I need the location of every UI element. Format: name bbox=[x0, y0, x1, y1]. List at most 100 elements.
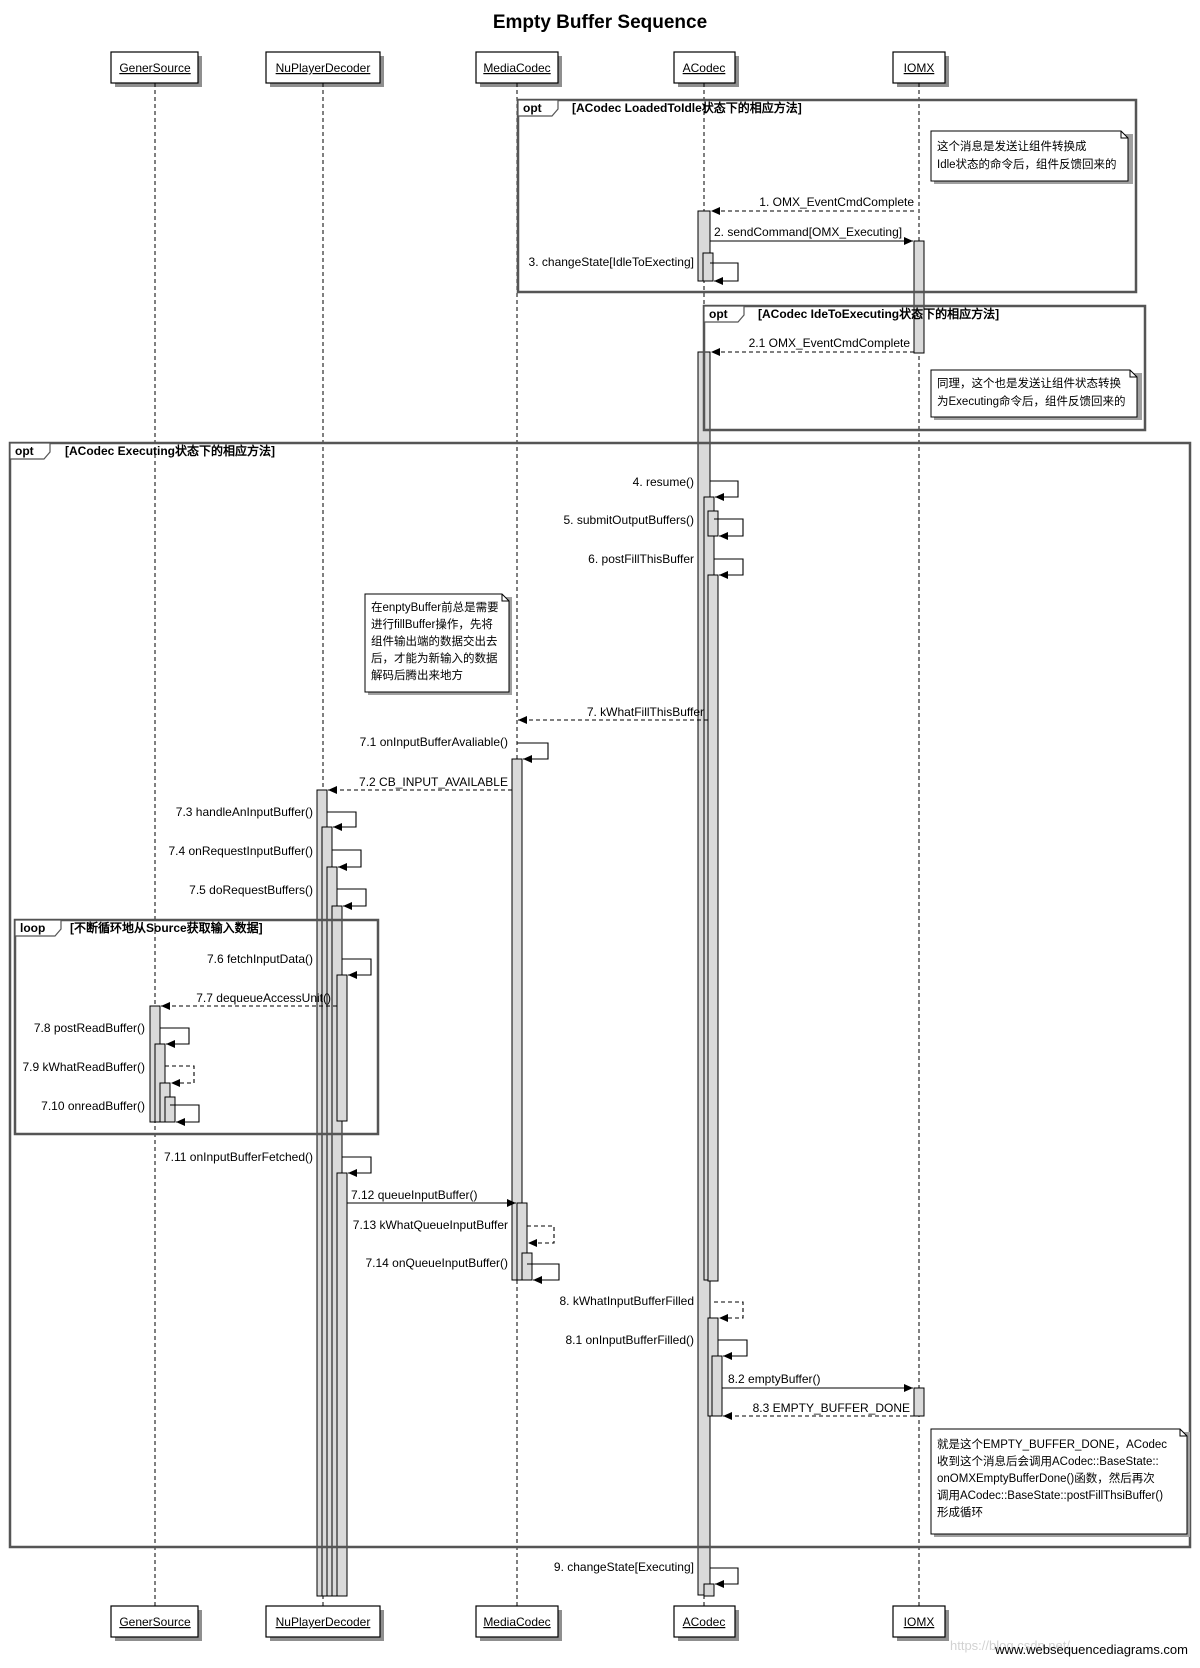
message-arrow bbox=[342, 1156, 372, 1177]
participant-label: NuPlayerDecoder bbox=[276, 1615, 371, 1629]
participant-generSource-top: GenerSource bbox=[110, 51, 202, 87]
activation-bar bbox=[913, 1387, 925, 1417]
message-label: 7.3 handleAnInputBuffer() bbox=[176, 805, 313, 819]
message-label: 5. submitOutputBuffers() bbox=[564, 513, 695, 527]
message-arrow bbox=[527, 1263, 560, 1284]
note-line: 后，才能为新输入的数据 bbox=[371, 651, 498, 665]
diagram-title: Empty Buffer Sequence bbox=[493, 12, 707, 33]
participant-mediacodec-bottom: MediaCodec bbox=[475, 1605, 562, 1641]
message-arrow bbox=[527, 1225, 555, 1247]
watermark: https://blog.csdn.net/... bbox=[950, 1638, 1081, 1653]
note-line: 解码后腾出来地方 bbox=[371, 668, 463, 682]
message-label: 7.8 postReadBuffer() bbox=[34, 1021, 145, 1035]
note-line: 为Executing命令后，组件反馈回来的 bbox=[937, 394, 1126, 408]
participant-iomx-bottom: IOMX bbox=[892, 1605, 949, 1641]
message-label: 7.1 onInputBufferAvaliable() bbox=[360, 735, 508, 749]
message-arrow bbox=[710, 262, 739, 285]
message-label: 7.2 CB_INPUT_AVAILABLE bbox=[359, 775, 508, 789]
note-line: 收到这个消息后会调用ACodec::BaseState:: bbox=[937, 1454, 1159, 1468]
message-label: 3. changeState[IdleToExecting] bbox=[529, 255, 694, 269]
note-line: 组件输出端的数据交出去 bbox=[371, 634, 498, 648]
message-arrow bbox=[165, 1065, 195, 1087]
message-label: 8. kWhatInputBufferFilled bbox=[559, 1294, 694, 1308]
note-line: 在enptyBuffer前总是需要 bbox=[371, 600, 499, 614]
message-label: 1. OMX_EventCmdComplete bbox=[759, 195, 914, 209]
participant-label: IOMX bbox=[904, 1615, 935, 1629]
note-loadedtoidle: 这个消息是发送让组件转换成 Idle状态的命令后，组件反馈回来的 bbox=[930, 130, 1133, 184]
message-arrow bbox=[170, 1104, 200, 1126]
message-label: 7.4 onRequestInputBuffer() bbox=[168, 844, 313, 858]
participant-label: GenerSource bbox=[119, 61, 191, 75]
message-arrow bbox=[517, 742, 549, 763]
message-label: 7.12 queueInputBuffer() bbox=[351, 1188, 478, 1202]
message-arrow bbox=[342, 958, 372, 979]
message-arrow bbox=[337, 888, 367, 910]
message-arrow bbox=[327, 811, 357, 831]
note-line: 这个消息是发送让组件转换成 bbox=[937, 139, 1087, 153]
message-label: 7.11 onInputBufferFetched() bbox=[164, 1150, 313, 1164]
activation-bar bbox=[703, 1583, 715, 1597]
message-label: 8.3 EMPTY_BUFFER_DONE bbox=[753, 1401, 910, 1415]
activation-bar bbox=[164, 1096, 176, 1123]
activation-bar bbox=[707, 510, 719, 537]
note-line: onOMXEmptyBufferDone()函数，然后再次 bbox=[937, 1471, 1155, 1485]
message-label: 8.1 onInputBufferFilled() bbox=[565, 1333, 694, 1347]
message-label: 9. changeState[Executing] bbox=[554, 1560, 694, 1574]
message-label: 2. sendCommand[OMX_Executing] bbox=[714, 225, 902, 239]
note-line: 形成循环 bbox=[937, 1506, 983, 1519]
note-idletoexecuting: 同理，这个也是发送让组件状态转换 为Executing命令后，组件反馈回来的 bbox=[930, 369, 1142, 420]
participant-label: ACodec bbox=[683, 1615, 726, 1629]
message-label: 7.6 fetchInputData() bbox=[207, 952, 313, 966]
fragment-condition: [ACodec IdeToExecuting状态下的相应方法] bbox=[758, 306, 999, 321]
message-arrow bbox=[718, 1339, 748, 1360]
message-label: 6. postFillThisBuffer bbox=[588, 552, 694, 566]
fragment-loop: loop [不断循环地从Source获取输入数据] bbox=[13, 918, 380, 1136]
message-label: 2.1 OMX_EventCmdComplete bbox=[749, 336, 911, 350]
message-label: 7.10 onreadBuffer() bbox=[41, 1099, 145, 1113]
participant-label: NuPlayerDecoder bbox=[276, 61, 371, 75]
activation-bar bbox=[511, 758, 523, 1281]
fragment-opt-idletoexecuting: opt [ACodec IdeToExecuting状态下的相应方法] bbox=[702, 304, 1147, 432]
message-label: 7.7 dequeueAccessUnit() bbox=[196, 991, 331, 1005]
messages: 1. OMX_EventCmdComplete 2. sendCommand[O… bbox=[22, 195, 914, 1588]
note-line: 调用ACodec::BaseState::postFillThsiBuffer(… bbox=[937, 1489, 1163, 1502]
note-line: Idle状态的命令后，组件反馈回来的 bbox=[937, 157, 1117, 171]
note-line: 就是这个EMPTY_BUFFER_DONE，ACodec bbox=[937, 1437, 1167, 1451]
message-label: 7.14 onQueueInputBuffer() bbox=[365, 1256, 508, 1270]
participant-acodec-bottom: ACodec bbox=[673, 1605, 739, 1641]
message-label: 7. kWhatFillThisBuffer bbox=[587, 705, 704, 719]
message-label: 4. resume() bbox=[633, 475, 694, 489]
message-arrow bbox=[710, 480, 739, 501]
participant-genersource-bottom: GenerSource bbox=[110, 1605, 202, 1641]
footer-credit: www.websequencediagrams.com bbox=[994, 1642, 1188, 1657]
activation-bar bbox=[913, 240, 925, 354]
note-line: 同理，这个也是发送让组件状态转换 bbox=[937, 376, 1121, 390]
participant-nuplayerdecoder-bottom: NuPlayerDecoder bbox=[265, 1605, 384, 1641]
activation-bar bbox=[336, 974, 348, 1122]
message-label: 7.9 kWhatReadBuffer() bbox=[22, 1060, 145, 1074]
fragment-condition: [ACodec LoadedToIdle状态下的相应方法] bbox=[572, 100, 802, 115]
participant-mediacodec-top: MediaCodec bbox=[475, 51, 562, 87]
fragment-operator: loop bbox=[20, 921, 45, 935]
participant-label: ACodec bbox=[683, 61, 726, 75]
fragment-operator: opt bbox=[15, 444, 34, 458]
message-arrow bbox=[714, 1301, 744, 1322]
activation-bars bbox=[149, 210, 925, 1597]
note-line: 进行fillBuffer操作，先将 bbox=[371, 617, 493, 631]
fragment-opt-loadedtoidle: opt [ACodec LoadedToIdle状态下的相应方法] bbox=[516, 98, 1138, 294]
message-label: 7.13 kWhatQueueInputBuffer bbox=[353, 1218, 508, 1232]
message-arrow bbox=[714, 518, 744, 540]
message-arrow bbox=[332, 849, 362, 871]
participant-acodec-top: ACodec bbox=[673, 51, 739, 87]
fragment-operator: opt bbox=[709, 307, 728, 321]
participant-nuplayerdecoder-top: NuPlayerDecoder bbox=[265, 51, 384, 87]
note-fillbuffer: 在enptyBuffer前总是需要 进行fillBuffer操作，先将 组件输出… bbox=[364, 593, 512, 695]
participant-iomx-top: IOMX bbox=[892, 51, 949, 87]
participant-label: MediaCodec bbox=[483, 61, 550, 75]
activation-bar bbox=[336, 1172, 348, 1597]
message-arrow bbox=[160, 1027, 190, 1048]
activation-bar bbox=[711, 1355, 723, 1417]
activation-bar bbox=[521, 1252, 533, 1281]
activation-bar bbox=[702, 252, 714, 282]
